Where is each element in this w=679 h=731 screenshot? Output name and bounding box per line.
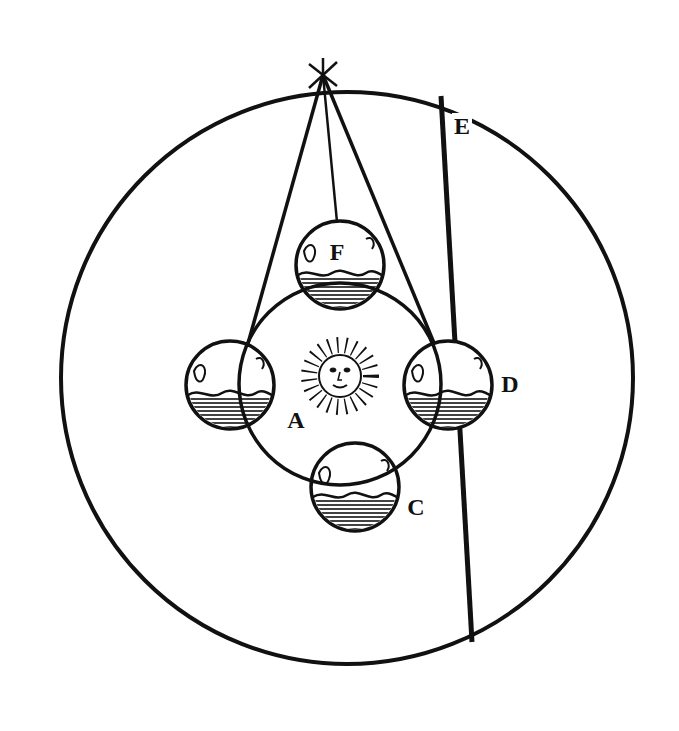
point-letter: E (452, 113, 472, 139)
point-letter: A (285, 407, 306, 433)
point-letter: D (499, 371, 520, 397)
point-letter: C (405, 494, 426, 520)
point-letter: F (328, 239, 347, 265)
